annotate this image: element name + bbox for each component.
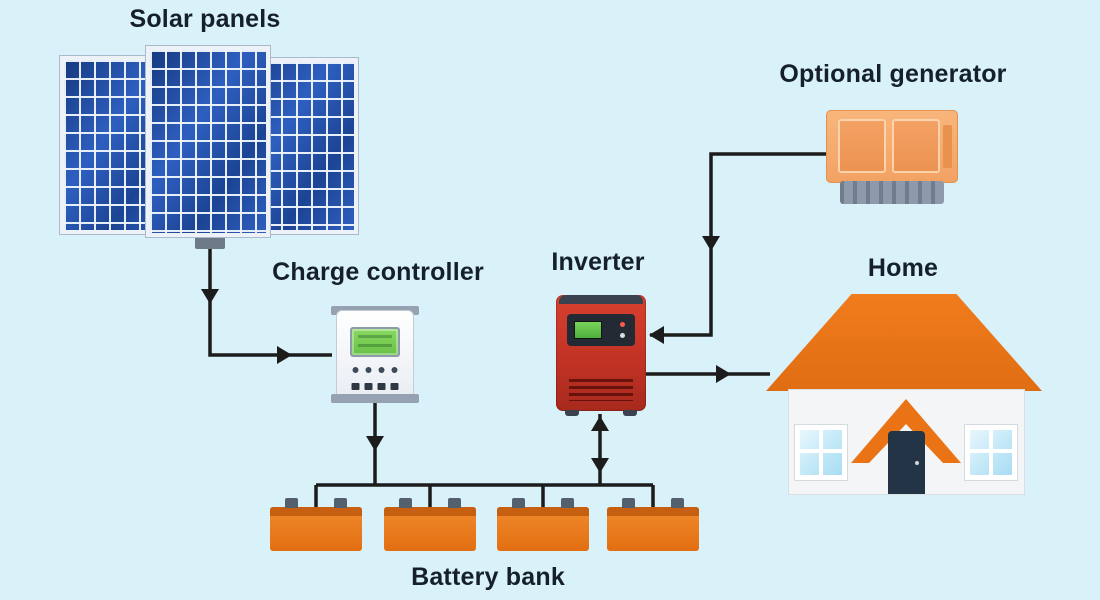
generator-base — [840, 181, 944, 204]
arrow-right-into-home — [716, 365, 731, 383]
inverter-display-panel — [567, 314, 635, 346]
inverter-foot-right — [623, 410, 637, 416]
controller-terminals — [351, 383, 399, 390]
arrow-down-solar — [201, 289, 219, 304]
battery-terminal — [448, 498, 461, 508]
battery-3-icon — [497, 498, 589, 551]
arrow-down-to-battery — [591, 458, 609, 473]
wire-battery-bus — [314, 483, 655, 508]
home-window-right — [964, 424, 1018, 481]
inverter-vents — [569, 379, 633, 401]
inverter-led-white — [620, 333, 625, 338]
battery-4-icon — [607, 498, 699, 551]
battery-1-icon — [270, 498, 362, 551]
generator-icon — [826, 110, 958, 183]
generator-panel-left — [838, 119, 886, 173]
controller-bottom-mount — [331, 394, 419, 403]
battery-terminal — [561, 498, 574, 508]
controller-body — [336, 310, 414, 399]
battery-terminal — [334, 498, 347, 508]
arrow-down-generator — [702, 236, 720, 251]
inverter-led-red — [620, 322, 625, 327]
label-battery-bank: Battery bank — [411, 563, 565, 591]
solar-panel-stand — [195, 235, 225, 249]
battery-terminal — [512, 498, 525, 508]
window-glass — [800, 430, 842, 475]
label-optional-generator: Optional generator — [779, 60, 1007, 88]
arrow-down-controller — [366, 436, 384, 451]
inverter-top-cap — [559, 295, 643, 304]
controller-buttons — [352, 367, 398, 373]
arrow-right-into-controller — [277, 346, 292, 364]
home-window-left — [794, 424, 848, 481]
battery-terminal — [399, 498, 412, 508]
generator-handle — [943, 125, 952, 168]
battery-terminal — [285, 498, 298, 508]
wire-generator-to-inverter — [650, 152, 826, 337]
arrow-left-into-inverter — [649, 326, 664, 344]
label-solar-panels: Solar panels — [129, 5, 281, 33]
solar-panel-middle-icon — [146, 46, 270, 237]
wire-arrowheads — [201, 236, 731, 473]
inverter-icon — [556, 295, 646, 416]
battery-terminal — [622, 498, 635, 508]
label-inverter: Inverter — [551, 248, 645, 276]
battery-2-icon — [384, 498, 476, 551]
controller-lcd-screen — [350, 327, 400, 357]
arrow-up-into-inverter — [591, 416, 609, 431]
inverter-lcd-screen — [574, 321, 602, 339]
generator-panel-right — [892, 119, 940, 173]
label-home: Home — [867, 254, 939, 282]
home-door — [888, 431, 925, 494]
battery-terminal — [671, 498, 684, 508]
window-glass — [970, 430, 1012, 475]
charge-controller-icon — [331, 306, 419, 403]
inverter-foot-left — [565, 410, 579, 416]
label-charge-controller: Charge controller — [272, 258, 484, 286]
